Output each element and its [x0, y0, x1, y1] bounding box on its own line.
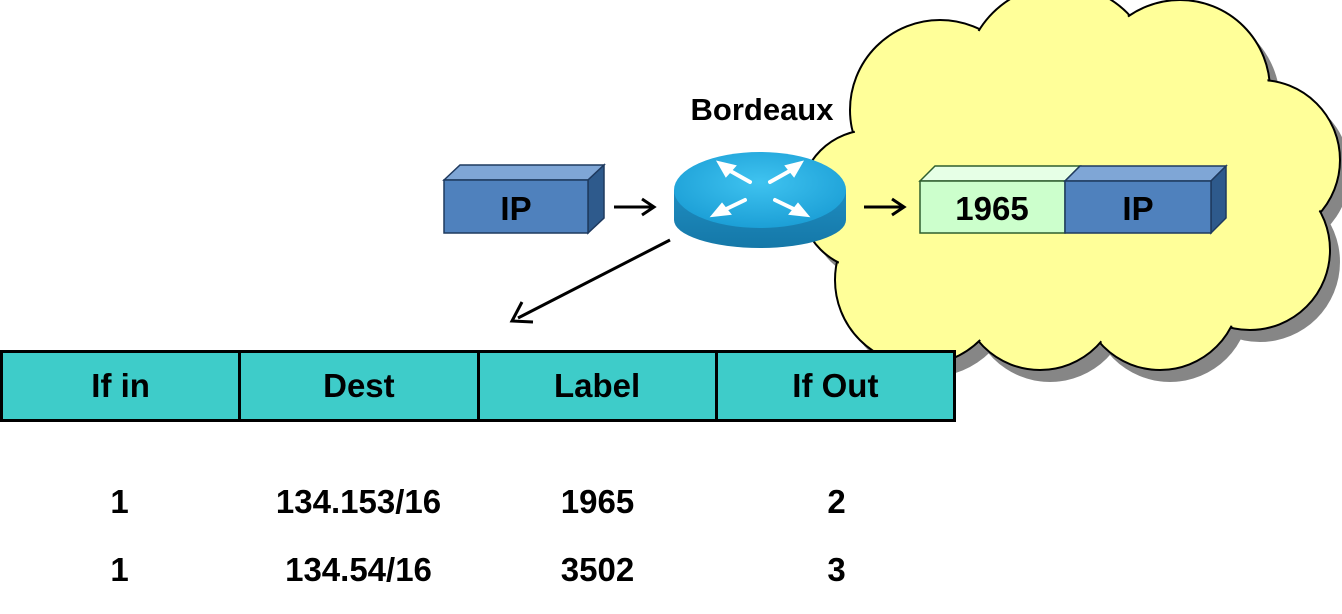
mpls-cloud — [799, 0, 1342, 382]
router-name: Bordeaux — [690, 92, 834, 127]
outgoing-label-packet: 1965 — [918, 165, 1082, 234]
router-icon — [674, 152, 846, 248]
header-if-out: If Out — [714, 350, 956, 422]
header-label: Label — [476, 350, 718, 422]
incoming-ip-packet: IP — [442, 163, 606, 235]
row1-label: 1965 — [560, 483, 635, 520]
header-dest: Dest — [238, 350, 480, 422]
arrow-out — [864, 197, 907, 217]
row2-label: 3502 — [560, 551, 635, 588]
row2-if-out: 3 — [827, 551, 846, 588]
arrow-in — [614, 197, 657, 217]
row1-dest: 134.153/16 — [275, 483, 442, 520]
row1-if-in: 1 — [110, 483, 129, 520]
incoming-ip-label: IP — [500, 190, 531, 227]
outgoing-ip-label: IP — [1122, 190, 1153, 227]
table-row: 1 134.153/16 1965 2 — [0, 477, 956, 527]
outgoing-ip-packet: IP — [1063, 164, 1228, 235]
row2-if-in: 1 — [110, 551, 129, 588]
lfib-table-header: If in Dest Label If Out — [0, 350, 956, 422]
row2-dest: 134.54/16 — [285, 551, 432, 588]
table-row: 1 134.54/16 3502 3 — [0, 545, 956, 595]
row1-if-out: 2 — [827, 483, 846, 520]
arrow-to-table — [509, 238, 671, 324]
header-if-in: If in — [0, 350, 242, 422]
outgoing-label-tag: 1965 — [955, 190, 1028, 227]
